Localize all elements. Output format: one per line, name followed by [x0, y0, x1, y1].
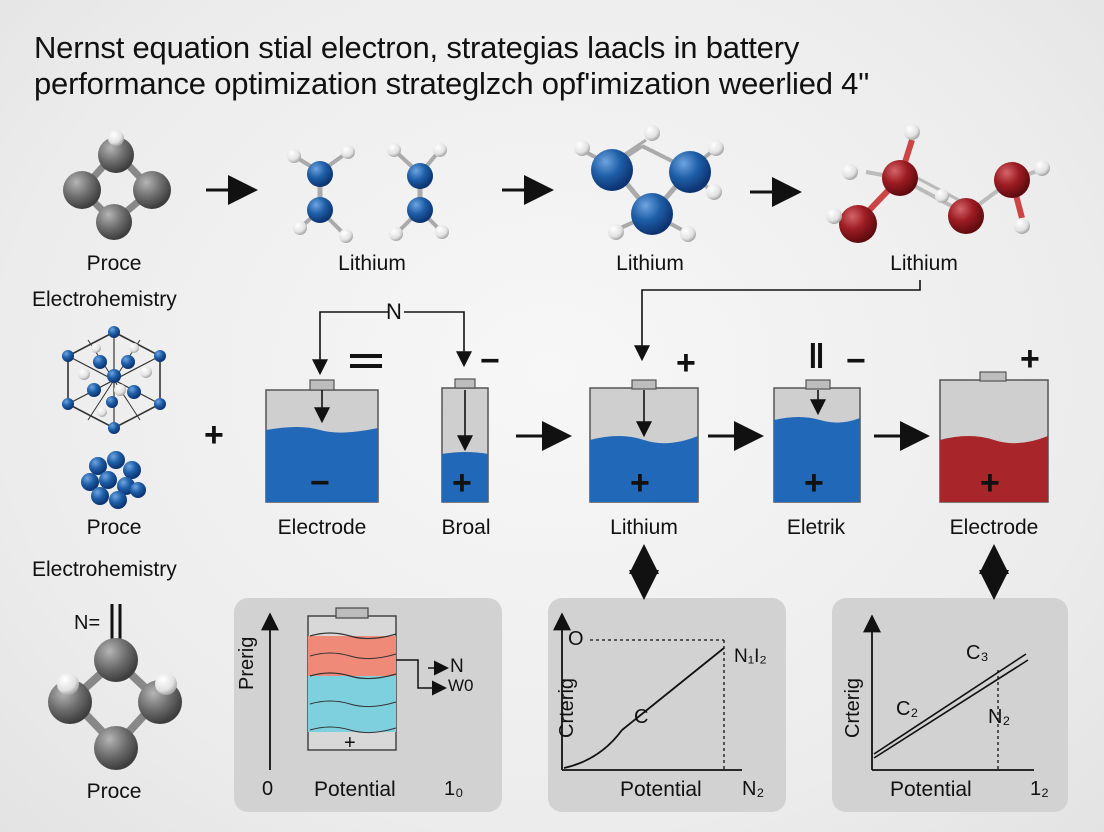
minus-sign-3: −	[846, 342, 866, 380]
right-panel-c3: C₃	[966, 642, 989, 664]
left-panel-x-start: 0	[262, 778, 274, 800]
curve-c	[563, 647, 725, 769]
label-lithium-3: Lithium	[890, 252, 958, 275]
label-lithium-2: Lithium	[616, 252, 684, 275]
label-electrohemistry-1: Electrohemistry	[32, 288, 177, 311]
middle-panel-y-top: O	[568, 628, 584, 650]
grey-ring-molecule-icon	[63, 130, 171, 240]
left-panel-xlabel: Potential	[314, 778, 396, 801]
plus-sign-left: +	[204, 416, 224, 454]
grey-ring-molecule-bottom-icon	[48, 604, 182, 770]
left-panel-arrow-w0: W0	[448, 676, 474, 695]
left-panel-plus: +	[344, 732, 356, 754]
blue-molecule-1-icon	[287, 145, 355, 243]
cell-3-icon	[589, 379, 699, 503]
label-electrohemistry-2: Electrohemistry	[32, 558, 177, 581]
chart-panel-middle	[548, 598, 786, 812]
left-panel-arrow-n: N	[450, 656, 464, 677]
label-n-bracket: N	[386, 299, 402, 324]
cell-2-sign: +	[452, 464, 472, 502]
blue-ring-molecule-icon	[574, 125, 724, 242]
right-panel-n2: N₂	[988, 706, 1011, 728]
middle-panel-curve-label: C	[634, 706, 649, 728]
cell-4-sign: +	[804, 464, 824, 502]
plus-sign-2: +	[676, 344, 696, 382]
cell-1-icon	[265, 379, 379, 503]
double-bar-symbol: ‖	[808, 338, 825, 376]
middle-panel-ylabel: Crterig	[556, 677, 578, 738]
cell-5-icon	[939, 371, 1049, 503]
plus-sign-4: +	[1020, 340, 1040, 378]
cell-3-label: Lithium	[610, 516, 678, 539]
cell-5-label: Electrode	[949, 516, 1039, 539]
blue-cluster-icon	[81, 451, 146, 509]
cell-2-icon	[441, 378, 489, 503]
minus-sign-1: −	[480, 342, 500, 380]
cell-2-label: Broal	[441, 516, 491, 539]
right-panel-xlabel: Potential	[890, 778, 972, 801]
middle-panel-x-end: N₂	[742, 778, 765, 800]
cell-1-sign: −	[310, 464, 330, 502]
label-proce-3: Proce	[86, 780, 142, 803]
label-lithium-1: Lithium	[338, 252, 406, 275]
cell-1-label: Electrode	[277, 516, 367, 539]
left-panel-ylabel: Prerig	[236, 636, 258, 690]
middle-panel-corner-label: N₁I₂	[734, 646, 767, 667]
line-c2	[873, 653, 1027, 755]
middle-panel-chart	[553, 612, 742, 771]
blue-molecule-2-icon	[387, 143, 449, 241]
left-panel-graphic	[261, 607, 449, 770]
line-c3	[873, 659, 1029, 759]
title-line-1: Nernst equation stial electron, strategi…	[34, 30, 800, 65]
label-proce-1: Proce	[86, 252, 142, 275]
cell-4-icon	[773, 379, 861, 503]
diagram-title: Nernst equation stial electron, strategi…	[34, 30, 1084, 102]
right-panel-chart	[863, 614, 1034, 771]
left-panel-x-end: 1₀	[444, 778, 464, 800]
label-n-equals: N=	[74, 612, 101, 634]
middle-panel-xlabel: Potential	[620, 778, 702, 801]
right-panel-x-end: 1₂	[1030, 778, 1049, 800]
label-proce-2: Proce	[86, 516, 142, 539]
title-line-2: performance optimization strateglzch opf…	[34, 66, 870, 101]
right-panel-c2: C₂	[896, 698, 919, 720]
red-molecule-icon	[826, 124, 1050, 243]
right-panel-ylabel: Crterig	[842, 677, 864, 738]
crystal-cluster-icon	[62, 326, 166, 434]
cell-3-sign: +	[630, 464, 650, 502]
cell-4-label: Eletrik	[786, 516, 846, 539]
cell-5-sign: +	[980, 464, 1000, 502]
